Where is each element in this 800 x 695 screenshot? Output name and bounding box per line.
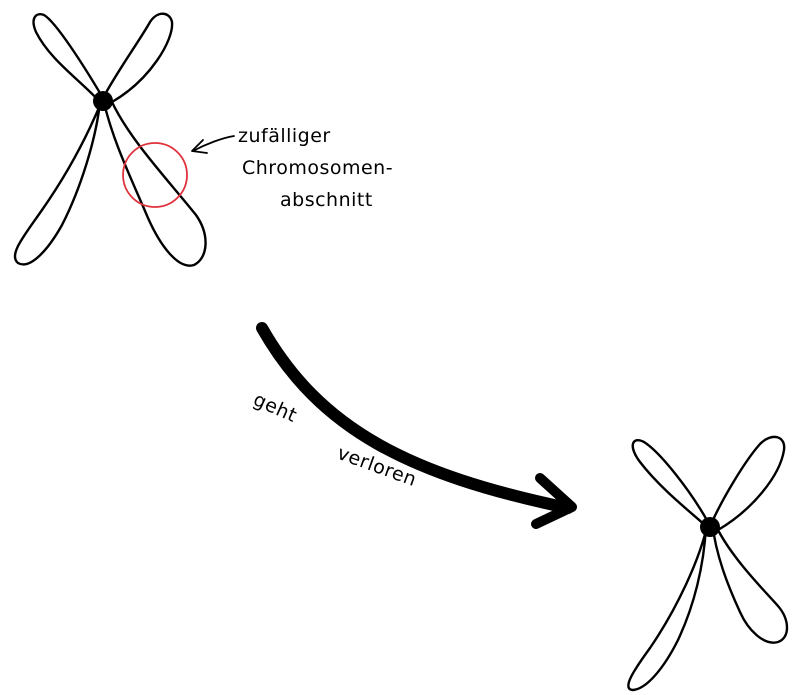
- highlight-circle: [122, 142, 188, 208]
- centromere-original: [93, 91, 113, 111]
- annotation-text: zufälliger Chromosomen- abschnitt: [238, 125, 393, 211]
- centromere-deleted: [700, 517, 720, 537]
- chromosome-original-left-chromatid: [13, 13, 105, 266]
- annotation-line-3: abschnitt: [280, 189, 373, 211]
- annotation-pointer-head: [191, 139, 208, 154]
- annotation-line-2: Chromosomen-: [242, 157, 393, 179]
- annotation-line-1: zufälliger: [238, 125, 331, 147]
- annotation-pointer: [191, 135, 235, 154]
- chromosome-deleted-right-chromatid: [710, 435, 789, 644]
- chromosome-deleted: [627, 435, 789, 692]
- arrow-label-geht: geht: [250, 388, 300, 427]
- chromosome-deleted-left-chromatid: [627, 439, 710, 692]
- loss-arrow: [256, 322, 577, 529]
- chromosome-original: [13, 12, 207, 267]
- loss-arrow-head: [531, 473, 577, 529]
- annotation-pointer-line: [192, 135, 235, 152]
- loss-arrow-shaft: [256, 322, 574, 514]
- chromosome-original-right-chromatid: [101, 12, 207, 267]
